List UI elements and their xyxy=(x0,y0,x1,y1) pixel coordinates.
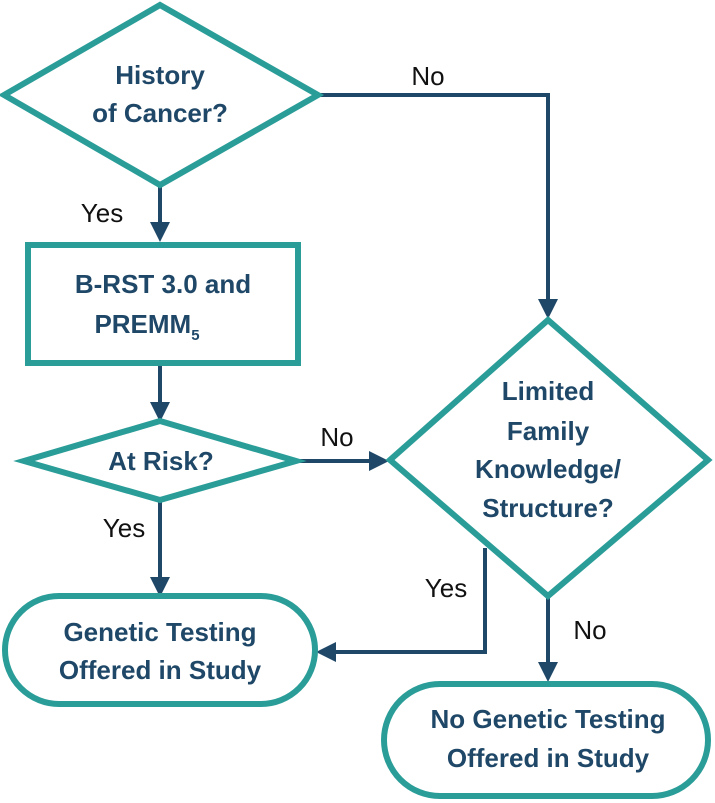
decision-history-of-cancer xyxy=(0,1,325,189)
limited-line2: Family xyxy=(507,416,590,446)
no-testing-line1: No Genetic Testing xyxy=(431,704,666,734)
label-limited-yes: Yes xyxy=(425,573,467,603)
tools-premm: PREMM xyxy=(94,309,191,339)
history-line1: History xyxy=(115,60,205,90)
testing-line1: Genetic Testing xyxy=(63,617,256,647)
decision-limited-family xyxy=(385,316,713,600)
edge-history-no xyxy=(320,93,558,319)
process-risk-tools xyxy=(25,242,301,366)
testing-line2: Offered in Study xyxy=(59,655,262,685)
limited-line3: Knowledge/ xyxy=(475,454,621,484)
terminal-no-testing xyxy=(381,681,711,799)
terminal-testing-offered xyxy=(2,593,318,707)
tools-premm-sub: 5 xyxy=(191,327,199,344)
at-risk-text: At Risk? xyxy=(108,446,213,476)
label-at-risk-no: No xyxy=(320,422,353,452)
tools-line2: PREMM5 xyxy=(94,309,199,344)
limited-line1: Limited xyxy=(502,376,594,406)
edge-limited-yes xyxy=(316,548,487,662)
node-labels: History of Cancer? B-RST 3.0 and PREMM5 … xyxy=(59,60,666,773)
label-at-risk-yes: Yes xyxy=(103,513,145,543)
label-history-no: No xyxy=(411,61,444,91)
connectors xyxy=(150,93,558,682)
limited-line4: Structure? xyxy=(482,493,613,523)
decision-at-risk xyxy=(13,417,307,504)
history-line2: of Cancer? xyxy=(92,98,228,128)
label-limited-no: No xyxy=(573,615,606,645)
tools-line1: B-RST 3.0 and xyxy=(75,269,251,299)
label-history-yes: Yes xyxy=(81,198,123,228)
no-testing-line2: Offered in Study xyxy=(447,743,650,773)
edge-labels: No Yes No Yes Yes No xyxy=(81,61,607,645)
